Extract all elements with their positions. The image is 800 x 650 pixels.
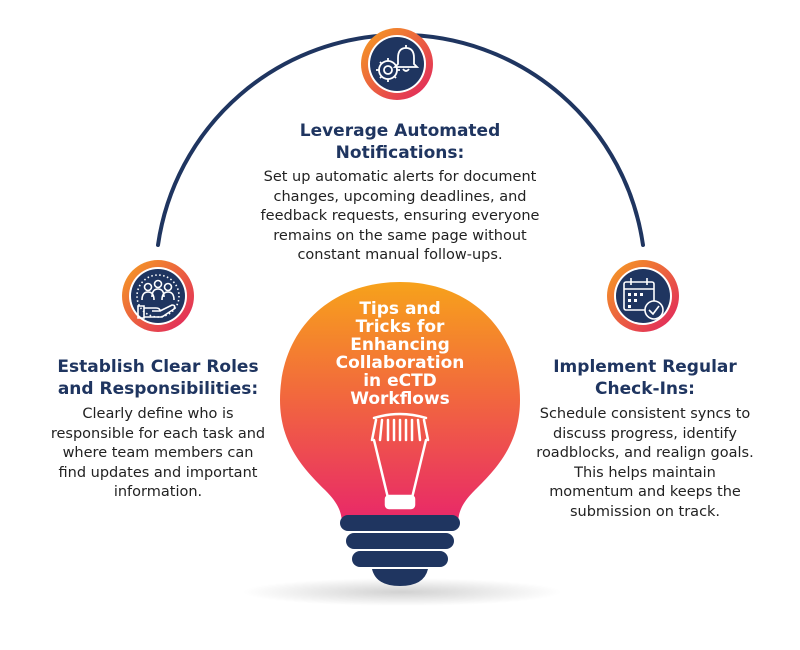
gear-bell-icon <box>376 45 420 82</box>
text-line: momentum and keeps the <box>549 484 741 500</box>
text-line: This helps maintain <box>574 464 716 481</box>
text-line: information. <box>113 484 203 500</box>
text-line: find updates and important <box>58 464 258 481</box>
text-line: roadblocks, and realign goals. <box>536 445 754 461</box>
tip-heading-roles: Establish Clear Roles and Responsibiliti… <box>18 356 298 400</box>
notification-icon-badge <box>361 28 433 100</box>
text-line: Clearly define who is <box>82 406 234 422</box>
heading-line: and Responsibilities: <box>57 379 259 399</box>
text-line: changes, upcoming deadlines, and <box>273 188 527 205</box>
tip-text-roles: Clearly define who is responsible for ea… <box>28 405 288 503</box>
heading-line: Implement Regular <box>553 357 737 377</box>
heading-line: Check-Ins: <box>595 379 695 399</box>
text-line: submission on track. <box>569 503 721 520</box>
text-line: feedback requests, ensuring everyone <box>260 208 540 224</box>
text-line: discuss progress, identify <box>553 425 737 442</box>
light-bulb-icon <box>280 282 520 586</box>
heading-line: Leverage Automated <box>299 121 501 141</box>
tip-heading-checkins: Implement Regular Check-Ins: <box>510 356 780 400</box>
tip-text-checkins: Schedule consistent syncs to discuss pro… <box>510 405 780 522</box>
team-hand-icon <box>136 274 180 319</box>
text-line: responsible for each task and <box>50 425 266 442</box>
text-line: Set up automatic alerts for document <box>263 169 537 185</box>
roles-icon-badge <box>122 260 194 332</box>
center-title-line: Collaboration <box>335 353 465 373</box>
text-line: constant manual follow-ups. <box>297 247 503 263</box>
center-title-line: in eCTD <box>363 371 437 391</box>
text-line: remains on the same page without <box>273 227 527 244</box>
heading-line: Establish Clear Roles <box>57 357 259 377</box>
text-line: Schedule consistent syncs to <box>539 406 751 422</box>
checkin-icon-badge <box>607 260 679 332</box>
calendar-check-icon <box>623 278 664 320</box>
bulb-shadow <box>242 578 562 606</box>
center-title-line: Enhancing <box>350 335 450 355</box>
heading-line: Notifications: <box>335 143 465 163</box>
text-line: where team members can <box>62 445 254 461</box>
center-title-line: Tricks for <box>355 317 445 337</box>
tip-heading-notifications: Leverage Automated Notifications: <box>240 120 560 164</box>
center-title-line: Tips and <box>359 299 441 319</box>
center-title: Tips and Tricks for Enhancing Collaborat… <box>300 300 500 408</box>
center-title-line: Workflows <box>350 389 450 409</box>
tip-text-notifications: Set up automatic alerts for document cha… <box>220 168 580 266</box>
